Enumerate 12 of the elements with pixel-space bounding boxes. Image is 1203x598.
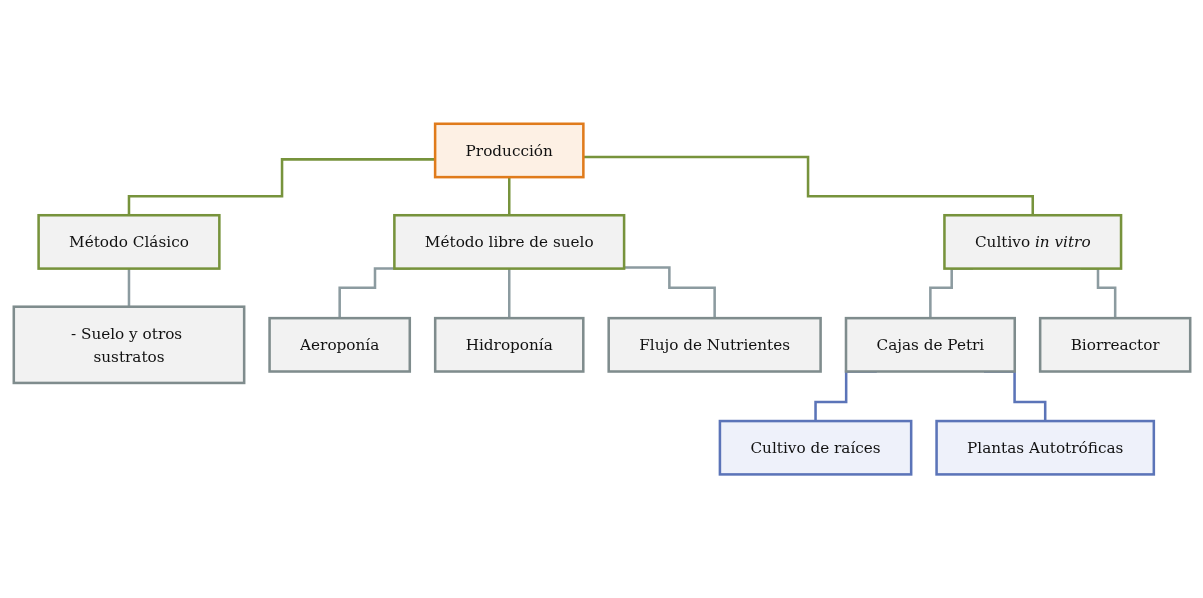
- node-box: Cultivo de raíces: [718, 419, 912, 476]
- node-box: Cajas de Petri: [844, 316, 1016, 373]
- node-box: Plantas Autotróficas: [934, 419, 1155, 476]
- node-box: Producción: [433, 122, 585, 179]
- node-box: Hidroponía: [433, 316, 585, 373]
- node-box: Biorreactor: [1038, 316, 1191, 373]
- node-box: Método libre de suelo: [392, 213, 625, 270]
- node-box: Aeroponía: [267, 316, 411, 373]
- node-box: Cultivo in vitro: [942, 213, 1122, 270]
- node-box: - Suelo y otros sustratos: [12, 305, 245, 385]
- node-box: Flujo de Nutrientes: [606, 316, 822, 373]
- node-box: Método Clásico: [36, 213, 221, 270]
